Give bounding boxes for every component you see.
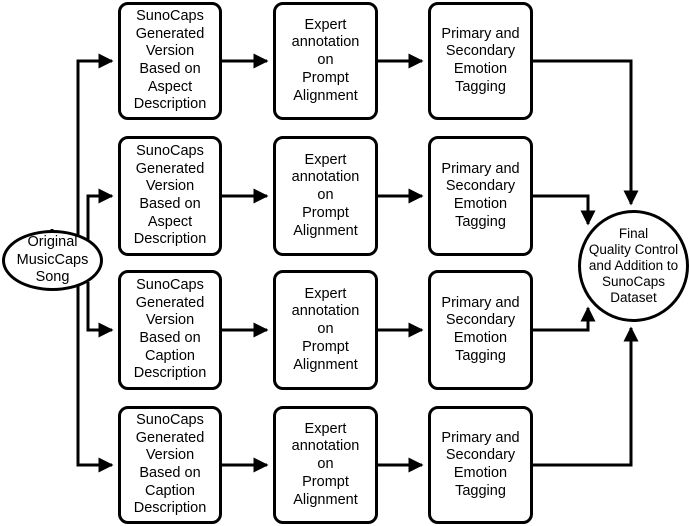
node-label: SunoCaps Generated Version Based on Aspe… xyxy=(133,142,207,248)
edge-row1-tagging-to-final xyxy=(533,59,639,206)
node-sunocaps-generated-aspect-2[interactable]: SunoCaps Generated Version Based on Aspe… xyxy=(118,136,222,256)
node-label: Primary and Secondary Emotion Tagging xyxy=(441,294,520,364)
node-sunocaps-generated-caption-3[interactable]: SunoCaps Generated Version Based on Capt… xyxy=(118,270,222,390)
node-label: Expert annotation on Prompt Alignment xyxy=(291,16,360,104)
node-label: Expert annotation on Prompt Alignment xyxy=(291,285,360,373)
node-original-musiccaps-song[interactable]: Original MusicCaps Song xyxy=(2,230,103,291)
node-emotion-tagging-4[interactable]: Primary and Secondary Emotion Tagging xyxy=(428,406,533,524)
node-label: Original MusicCaps Song xyxy=(16,233,89,286)
node-label: Primary and Secondary Emotion Tagging xyxy=(441,429,520,499)
edge-row3-tagging-to-final xyxy=(533,306,596,332)
node-label: SunoCaps Generated Version Based on Capt… xyxy=(133,411,207,517)
node-expert-annotation-2[interactable]: Expert annotation on Prompt Alignment xyxy=(273,136,378,256)
node-emotion-tagging-2[interactable]: Primary and Secondary Emotion Tagging xyxy=(428,136,533,256)
node-label: Final Quality Control and Addition to Su… xyxy=(588,225,679,306)
node-emotion-tagging-1[interactable]: Primary and Secondary Emotion Tagging xyxy=(428,2,533,120)
node-expert-annotation-3[interactable]: Expert annotation on Prompt Alignment xyxy=(273,270,378,390)
node-expert-annotation-1[interactable]: Expert annotation on Prompt Alignment xyxy=(273,2,378,120)
node-emotion-tagging-3[interactable]: Primary and Secondary Emotion Tagging xyxy=(428,270,533,390)
node-expert-annotation-4[interactable]: Expert annotation on Prompt Alignment xyxy=(273,406,378,524)
edge-start-to-row4 xyxy=(76,262,114,473)
edge-start-to-row2 xyxy=(86,188,114,240)
node-label: Primary and Secondary Emotion Tagging xyxy=(441,160,520,230)
node-label: Expert annotation on Prompt Alignment xyxy=(291,151,360,239)
node-sunocaps-generated-aspect-1[interactable]: SunoCaps Generated Version Based on Aspe… xyxy=(118,2,222,120)
node-label: Expert annotation on Prompt Alignment xyxy=(291,420,360,508)
node-sunocaps-generated-caption-4[interactable]: SunoCaps Generated Version Based on Capt… xyxy=(118,406,222,524)
node-label: SunoCaps Generated Version Based on Aspe… xyxy=(133,7,207,113)
node-label: Primary and Secondary Emotion Tagging xyxy=(441,25,520,95)
edge-row2-tagging-to-final xyxy=(533,194,596,226)
node-final-quality-control[interactable]: Final Quality Control and Addition to Su… xyxy=(578,210,689,322)
edge-row4-tagging-to-final xyxy=(533,326,639,467)
edge-start-to-row1 xyxy=(50,61,112,260)
edge-start-to-row3 xyxy=(86,282,114,338)
node-label: SunoCaps Generated Version Based on Capt… xyxy=(133,276,207,382)
